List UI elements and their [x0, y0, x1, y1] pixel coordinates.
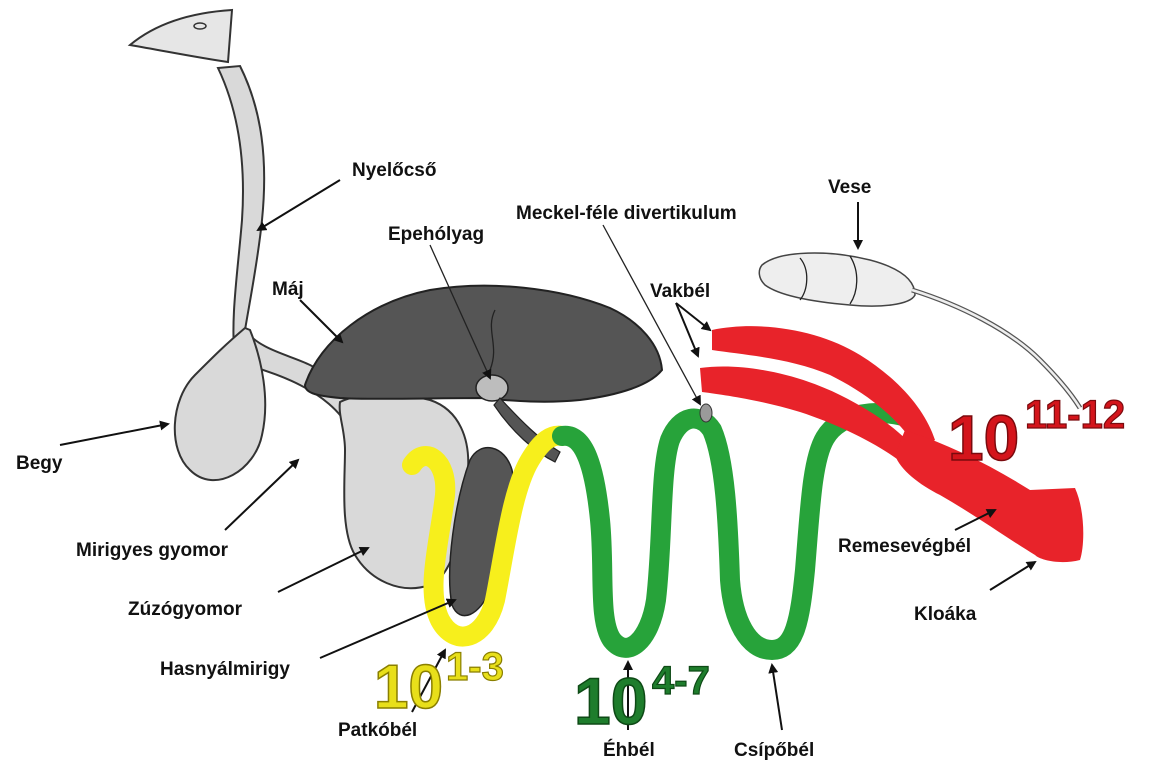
arrow-ileum: [772, 665, 782, 730]
label-kidney: Vese: [828, 177, 871, 198]
count-duodenum-base: 10: [374, 653, 443, 722]
label-gizzard: Zúzógyomor: [128, 599, 243, 620]
count-duodenum-exponent: 1-3: [446, 645, 504, 689]
arrow-esophagus: [258, 180, 340, 230]
beak-shape: [130, 10, 232, 62]
label-cloaca: Kloáka: [914, 604, 977, 625]
crop-shape: [175, 328, 265, 480]
small-intestine-shape: [562, 413, 910, 650]
label-esophagus: Nyelőcső: [352, 160, 436, 181]
ureter-inner: [912, 290, 1080, 408]
arrow-gizzard: [278, 548, 368, 592]
count-caeca-exponent: 11-12: [1025, 393, 1125, 437]
label-colon: Remesevégbél: [838, 536, 971, 557]
arrow-crop: [60, 424, 168, 445]
label-duodenum: Patkóbél: [338, 720, 417, 741]
meckel-shape: [700, 404, 712, 422]
label-meckel: Meckel-féle divertikulum: [516, 203, 737, 224]
count-caeca-base: 10: [948, 402, 1019, 474]
kidney-shape: [759, 253, 915, 306]
arrow-liver: [300, 300, 342, 342]
label-crop: Begy: [16, 453, 63, 474]
label-gallbladder: Epehólyag: [388, 224, 484, 245]
label-pancreas: Hasnyálmirigy: [160, 659, 290, 680]
count-jejunum-base: 10: [574, 664, 647, 738]
arrow-cloaca: [990, 562, 1035, 590]
ureter-shape: [912, 290, 1080, 408]
label-ileum: Csípőbél: [734, 740, 814, 761]
gallbladder-shape: [476, 375, 508, 401]
count-jejunum-exponent: 4-7: [652, 659, 710, 703]
label-liver: Máj: [272, 279, 304, 300]
label-jejunum: Éhbél: [603, 739, 655, 761]
label-caeca: Vakbél: [650, 281, 710, 302]
label-proventriculus: Mirigyes gyomor: [76, 540, 229, 561]
